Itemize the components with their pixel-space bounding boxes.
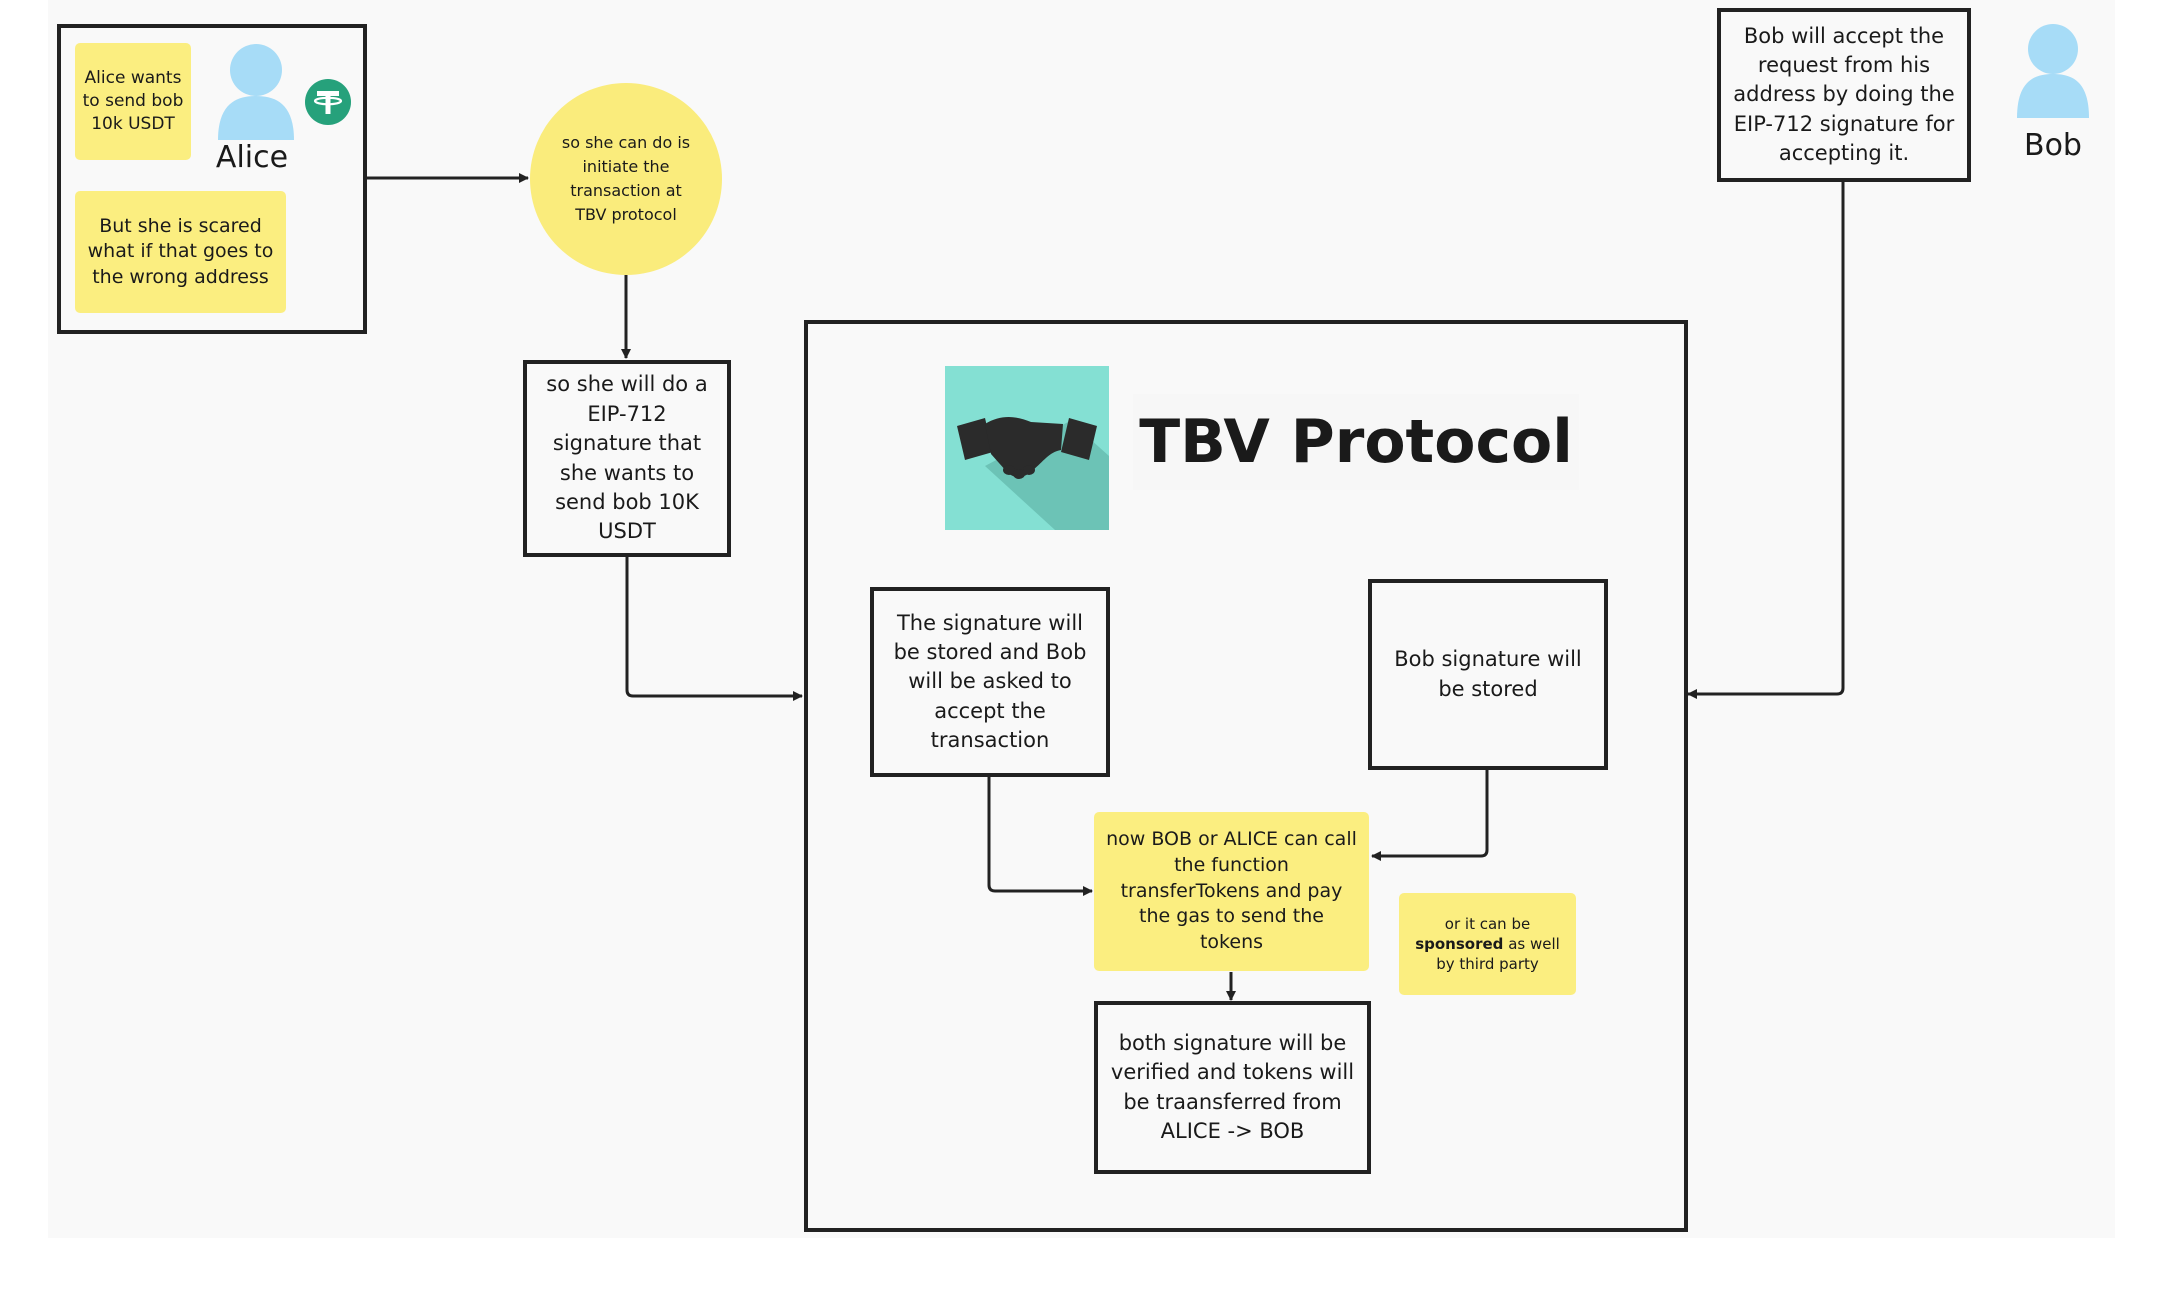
transfer-tokens-text: now BOB or ALICE can call the function t… [1106, 828, 1357, 953]
tether-usdt-icon [305, 79, 351, 125]
eip-signature-text: so she will do a EIP-712 signature that … [546, 372, 708, 544]
signature-stored-text: The signature will be stored and Bob wil… [893, 610, 1087, 753]
bob-avatar-icon [2017, 24, 2089, 118]
handshake-icon [957, 417, 1109, 530]
arrow-sigstored-to-call [987, 776, 1093, 896]
tbv-protocol-frame [804, 320, 1688, 1232]
arrow-eip-to-protocol [625, 556, 803, 701]
bob-accept-text: Bob will accept the request from his add… [1733, 23, 1955, 166]
initiate-circle: so she can do is initiate the transactio… [530, 83, 722, 275]
sticky-alice-scared-text: But she is scared what if that goes to t… [87, 214, 274, 288]
sticky-alice-wants: Alice wants to send bob 10k USDT [75, 43, 191, 160]
bob-signature-stored-box: Bob signature will be stored [1368, 579, 1608, 770]
protocol-logo [945, 366, 1109, 530]
sticky-alice-wants-text: Alice wants to send bob 10k USDT [82, 68, 184, 134]
bob-accept-box: Bob will accept the request from his add… [1717, 8, 1971, 182]
sponsor-prefix: or it can be [1444, 914, 1531, 933]
eip-signature-box: so she will do a EIP-712 signature that … [523, 360, 731, 557]
alice-name-label: Alice [215, 140, 289, 175]
verified-box: both signature will be verified and toke… [1094, 1001, 1371, 1174]
bob-name-label: Bob [2024, 128, 2082, 163]
bob-signature-stored-text: Bob signature will be stored [1394, 647, 1582, 701]
protocol-title: TBV Protocol [1133, 394, 1579, 490]
alice-avatar-icon [218, 44, 294, 140]
sponsor-bold: sponsored [1415, 934, 1504, 953]
diagram-canvas [48, 0, 2115, 1238]
arrow-bob-to-protocol [1687, 182, 1845, 699]
sticky-alice-scared: But she is scared what if that goes to t… [75, 191, 286, 313]
arrow-bobsig-to-call [1371, 769, 1489, 861]
initiate-circle-text: so she can do is initiate the transactio… [561, 133, 691, 224]
sponsor-suffix: as well by third party [1436, 934, 1560, 974]
verified-text: both signature will be verified and toke… [1110, 1030, 1355, 1143]
transfer-tokens-note: now BOB or ALICE can call the function t… [1094, 812, 1369, 971]
signature-stored-box: The signature will be stored and Bob wil… [870, 587, 1110, 777]
alice-frame [57, 24, 367, 334]
